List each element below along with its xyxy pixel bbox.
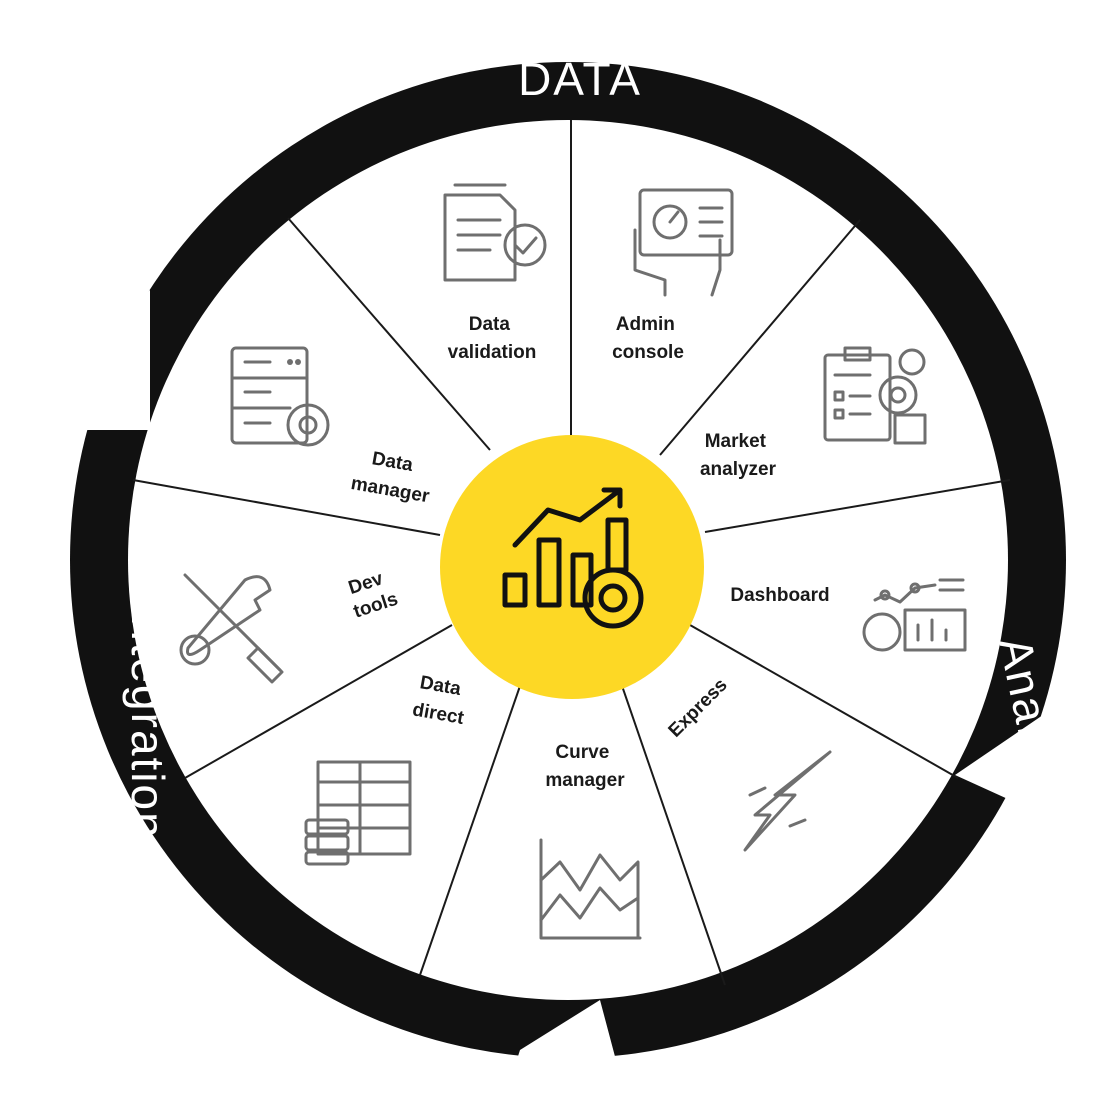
hub: [440, 435, 704, 699]
ring-label-integration: Integration: [122, 600, 174, 839]
document-check-icon: [443, 183, 547, 282]
label-dashboard: Dashboard: [730, 585, 829, 606]
arrow-notch-top-right: [988, 200, 1109, 300]
control-panel-icon: [633, 188, 734, 297]
segment-market-analyzer: Market analyzer: [700, 346, 927, 480]
analytics-gear-icon: [502, 487, 644, 629]
area-chart-icon: [539, 838, 642, 940]
label-admin-console: Admin console: [612, 314, 684, 363]
segment-data-validation: Data validation: [443, 183, 547, 363]
report-analysis-icon: [823, 346, 927, 445]
segment-dashboard: Dashboard: [730, 578, 967, 652]
spreadsheet-database-icon: [304, 760, 412, 866]
lightning-icon: [743, 750, 832, 852]
wrench-screwdriver-icon: [179, 573, 284, 684]
arrow-notch-bottom: [500, 1000, 630, 1113]
ring-label-data: DATA: [518, 53, 642, 105]
arrow-notch-right: [955, 670, 1109, 800]
label-market-analyzer: Market analyzer: [700, 431, 777, 480]
segment-dividers: [132, 120, 1011, 986]
label-curve-manager: Curve manager: [545, 742, 625, 791]
dashboard-charts-icon: [862, 578, 967, 652]
server-settings-icon: [230, 346, 330, 447]
arrow-notch-left: [40, 290, 150, 430]
segment-admin-console: Admin console: [612, 188, 734, 363]
label-data-validation: Data validation: [448, 314, 537, 363]
segment-curve-manager: Curve manager: [539, 742, 642, 940]
